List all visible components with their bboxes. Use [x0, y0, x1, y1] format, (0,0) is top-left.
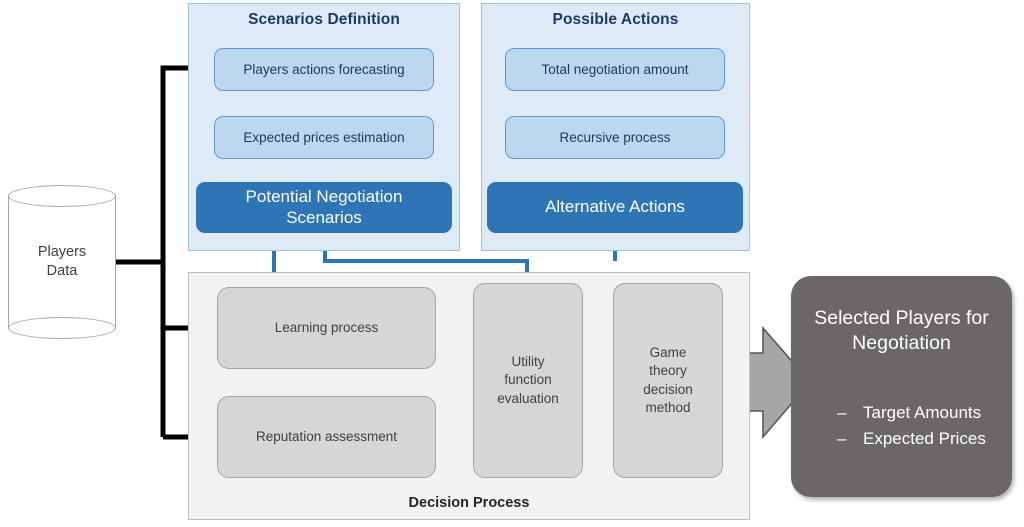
box-label-line2: function	[504, 372, 552, 388]
box-label-line1: Game	[649, 345, 687, 361]
cylinder-bottom-ellipse	[8, 317, 116, 339]
box-label-line2: theory	[649, 363, 687, 379]
box-label-line2: Scenarios	[286, 207, 362, 227]
box-players-actions-forecasting[interactable]: Players actions forecasting	[214, 48, 434, 91]
box-label: Expected prices estimation	[243, 130, 405, 145]
players-data-label-line1: Players	[37, 244, 87, 261]
box-reputation-assessment[interactable]: Reputation assessment	[217, 396, 436, 478]
scenarios-panel-title: Scenarios Definition	[248, 11, 400, 28]
box-label: Reputation assessment	[255, 428, 398, 444]
dash-bullet-icon: –	[837, 429, 847, 449]
box-label: Players actions forecasting	[243, 62, 405, 77]
box-alternative-actions[interactable]: Alternative Actions	[487, 182, 743, 233]
list-item-label: Expected Prices	[863, 429, 986, 449]
box-learning-process[interactable]: Learning process	[217, 287, 436, 369]
box-label-line3: decision	[643, 381, 693, 397]
box-label-line3: evaluation	[497, 390, 559, 406]
result-title-line1: Selected Players for	[814, 307, 989, 329]
box-game-theory-decision-method[interactable]: Game theory decision method	[613, 283, 723, 478]
cylinder-top-ellipse	[8, 185, 116, 207]
box-label: Total negotiation amount	[541, 62, 689, 77]
box-label-line1: Utility	[511, 354, 545, 370]
dash-bullet-icon: –	[837, 403, 847, 422]
list-item-label: Target Amounts	[863, 403, 982, 422]
players-data-label: Players Data	[8, 185, 116, 339]
box-label-line1: Potential Negotiation	[245, 186, 403, 206]
result-title-line2: Negotiation	[852, 331, 951, 354]
box-total-negotiation-amount[interactable]: Total negotiation amount	[505, 48, 725, 91]
box-label: Learning process	[274, 319, 379, 335]
box-label-line1: Alternative Actions	[545, 197, 685, 217]
box-label-line4: method	[645, 399, 691, 415]
box-label: Recursive process	[559, 130, 671, 145]
box-potential-negotiation-scenarios[interactable]: Potential Negotiation Scenarios	[196, 182, 452, 233]
result-title: Selected Players for Negotiation	[805, 306, 998, 356]
box-recursive-process[interactable]: Recursive process	[505, 116, 725, 159]
cylinder-body	[8, 195, 116, 329]
result-bullet-list: – Target Amounts – Expected Prices	[791, 400, 1012, 453]
list-item: – Target Amounts	[837, 400, 1012, 426]
box-utility-function-evaluation[interactable]: Utility function evaluation	[473, 283, 583, 478]
players-data-label-line2: Data	[46, 263, 78, 279]
players-data-datastore: Players Data	[8, 185, 116, 339]
selected-players-result-box[interactable]: Selected Players for Negotiation – Targe…	[791, 276, 1012, 497]
list-item: – Expected Prices	[837, 426, 1012, 452]
box-expected-prices-estimation[interactable]: Expected prices estimation	[214, 116, 434, 159]
actions-panel-title: Possible Actions	[552, 11, 679, 28]
decision-process-label: Decision Process	[408, 495, 530, 511]
